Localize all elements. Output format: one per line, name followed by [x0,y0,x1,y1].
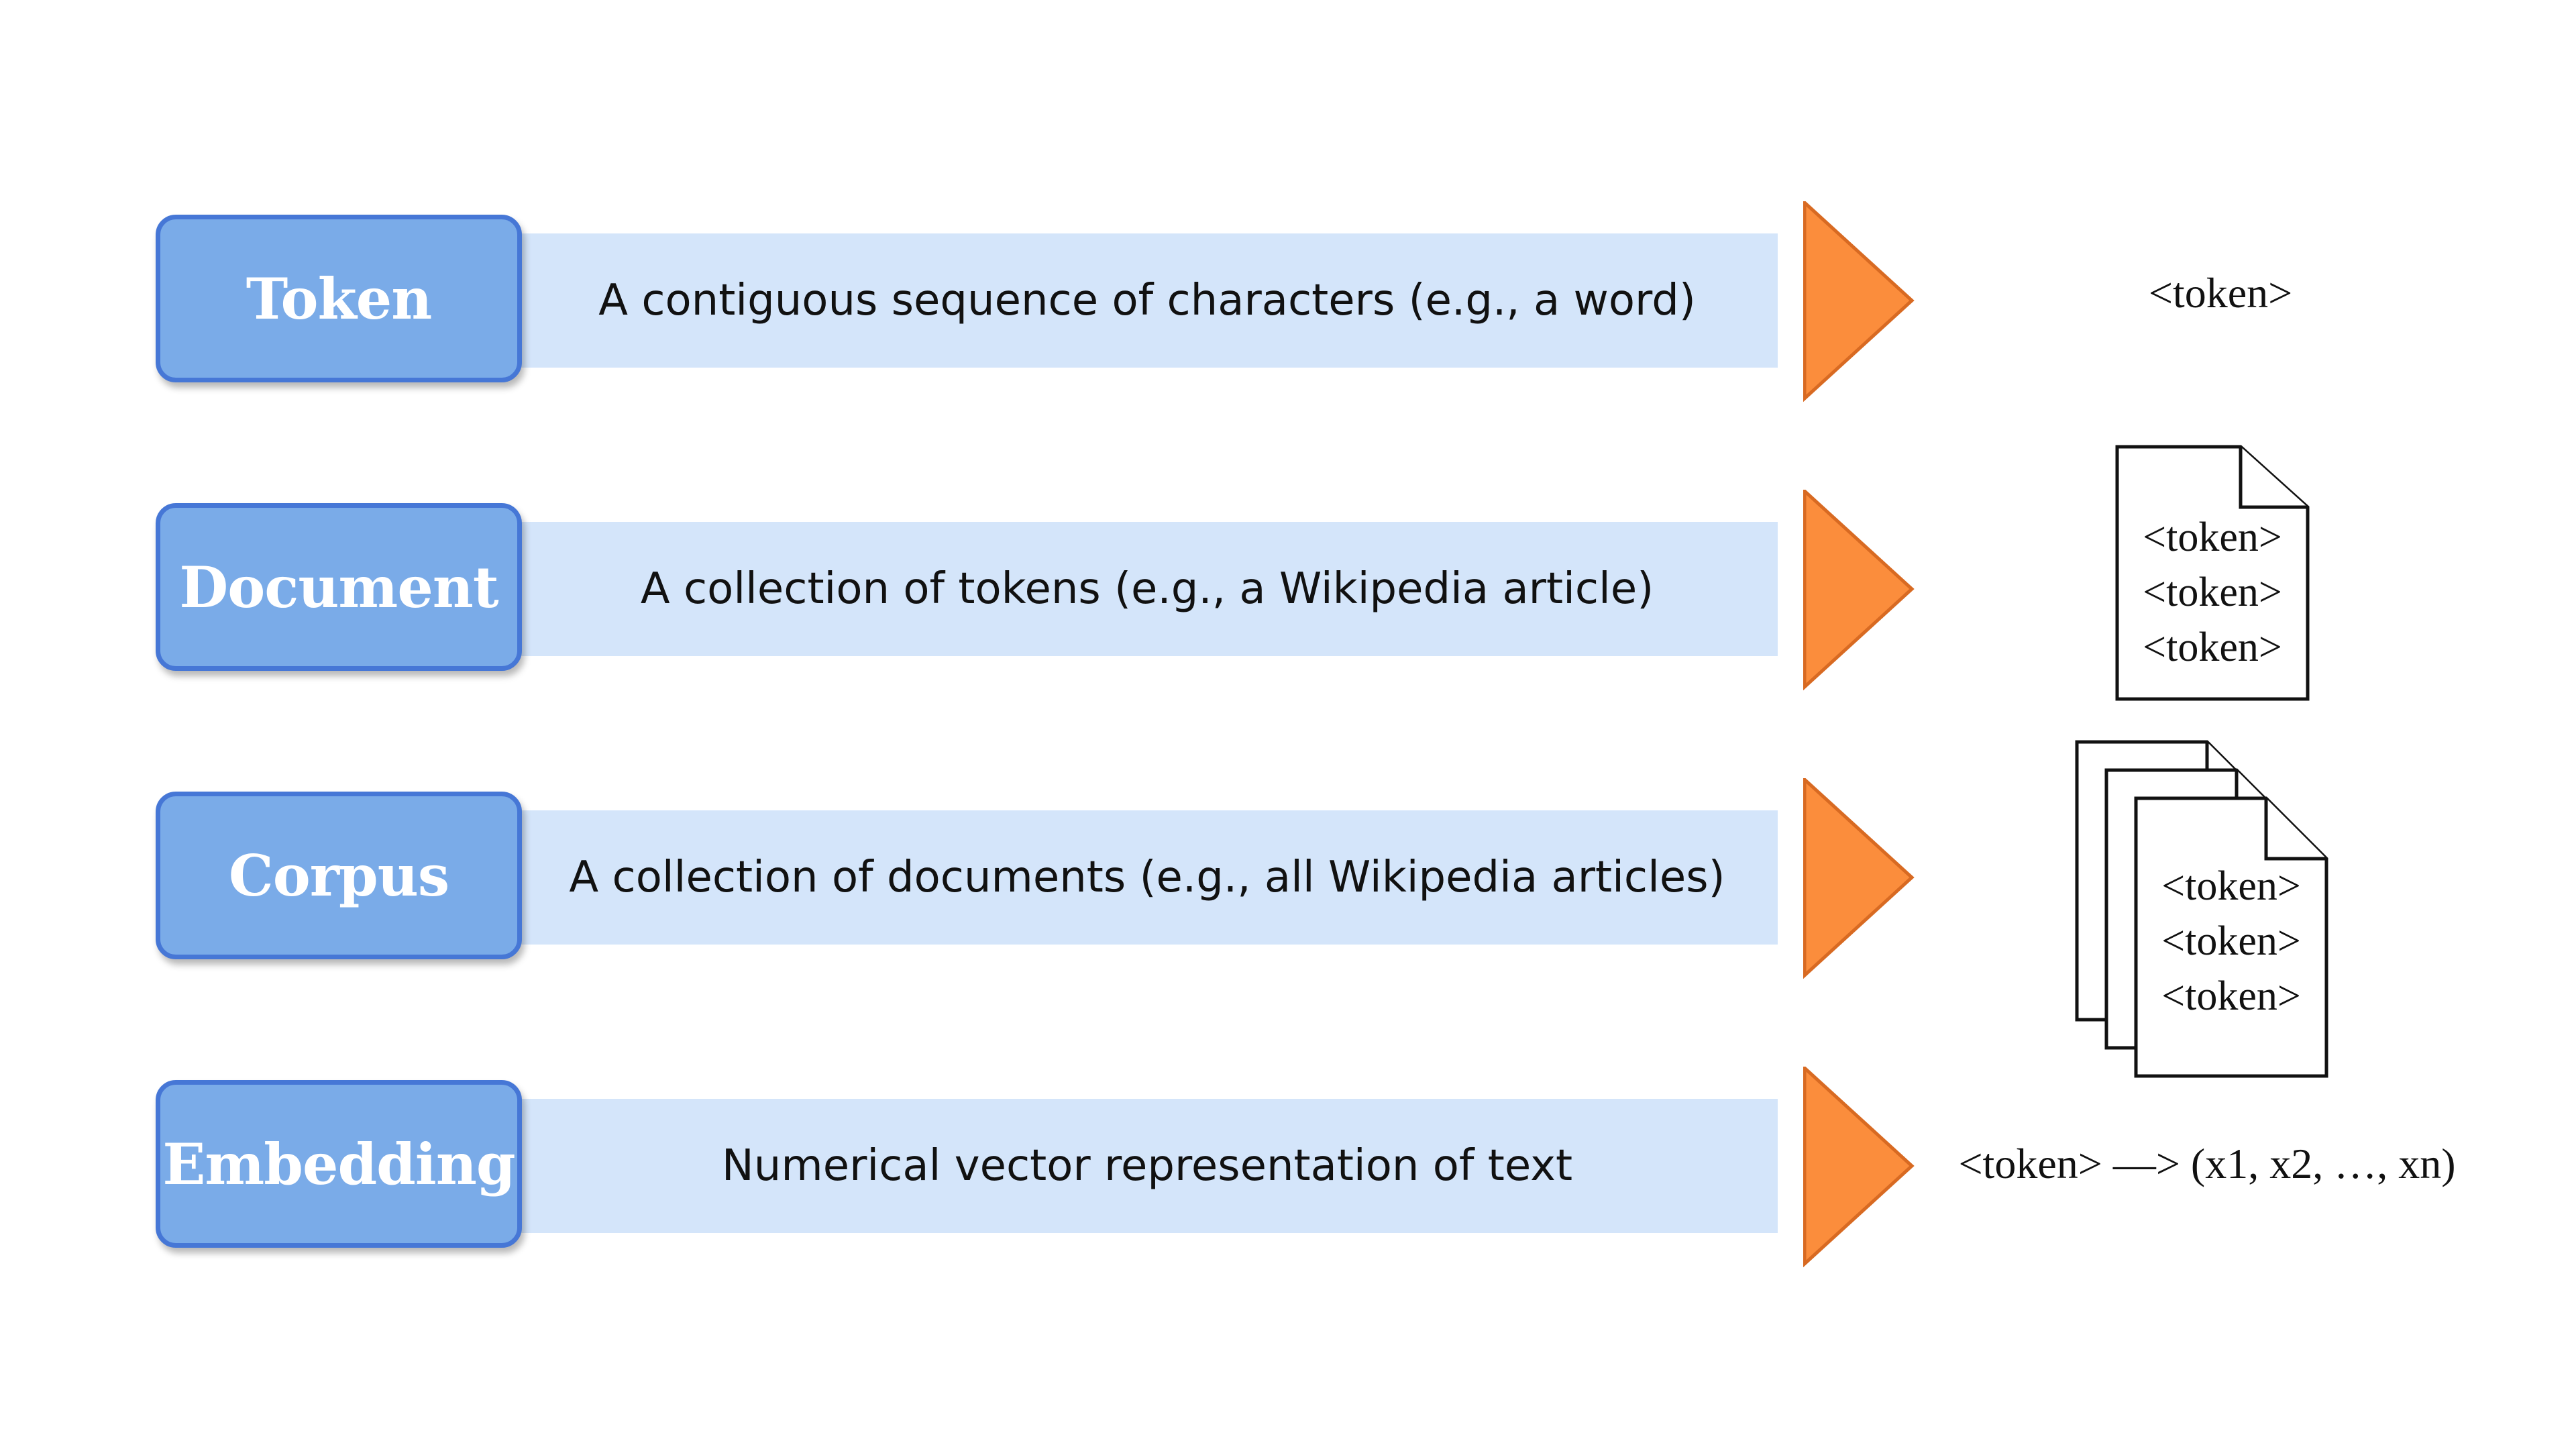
token-example: <token> [2120,268,2321,318]
term-label: Embedding [162,1130,515,1197]
row-document: A collection of tokens (e.g., a Wikipedi… [0,445,2576,701]
definition-band: Numerical vector representation of text [517,1099,1778,1233]
embedding-example-text: <token> —> (x1, x2, …, xn) [1958,1140,2456,1187]
definition-band: A contiguous sequence of characters (e.g… [517,233,1778,368]
arrow-right-icon [1803,201,1915,402]
definition-text: Numerical vector representation of text [721,1141,1573,1191]
arrow-right-icon [1803,1067,1915,1268]
document-line: <token> [2161,973,2301,1019]
token-example-text: <token> [2148,269,2293,317]
document-line: <token> [2143,570,2282,615]
document-icon [2115,445,2310,701]
term-label: Document [179,553,498,621]
term-label: Corpus [228,842,449,909]
row-corpus: A collection of documents (e.g., all Wik… [0,740,2576,1078]
arrow-right-icon [1803,490,1915,691]
document-line: <token> [2143,515,2282,560]
term-box-embedding: Embedding [156,1080,522,1248]
term-box-document: Document [156,503,522,671]
definition-text: A collection of tokens (e.g., a Wikipedi… [640,564,1654,614]
embedding-example: <token> —> (x1, x2, …, xn) [1945,1139,2469,1189]
document-stack-icon [2075,740,2328,1078]
definition-text: A collection of documents (e.g., all Wik… [569,853,1725,902]
document-lines: <token> <token> <token> [2113,510,2312,675]
document-line: <token> [2161,918,2301,964]
term-box-corpus: Corpus [156,792,522,959]
definition-band: A collection of documents (e.g., all Wik… [517,810,1778,945]
definition-band: A collection of tokens (e.g., a Wikipedi… [517,522,1778,656]
document-stack-lines: <token> <token> <token> [2136,859,2326,1024]
arrow-right-icon [1803,778,1915,979]
row-token: A contiguous sequence of characters (e.g… [0,201,2576,402]
term-label: Token [246,265,433,332]
document-line: <token> [2161,863,2301,909]
document-line: <token> [2143,625,2282,670]
term-box-token: Token [156,215,522,382]
definition-text: A contiguous sequence of characters (e.g… [598,276,1696,325]
row-embedding: Numerical vector representation of text … [0,1067,2576,1268]
